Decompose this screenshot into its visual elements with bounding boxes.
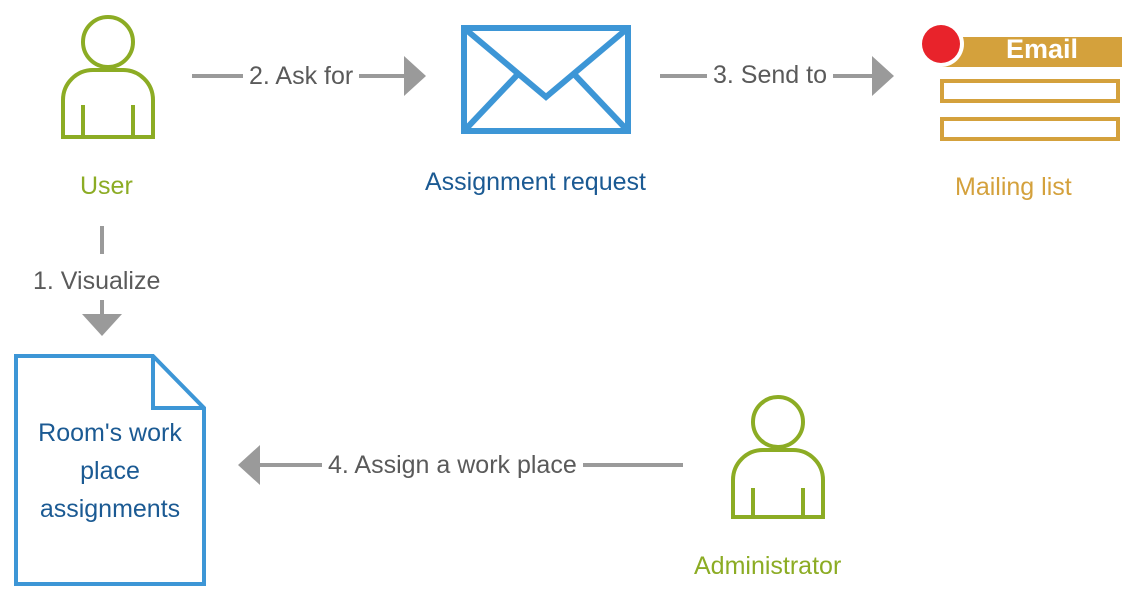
document-label-line: Room's work (38, 419, 182, 447)
edge-label-visualize: 1. Visualize (27, 269, 167, 294)
email-badge-label: Email (1006, 34, 1079, 64)
document-icon (14, 354, 206, 586)
envelope-icon (461, 25, 631, 134)
document-label-line: assignments (39, 495, 181, 523)
edge-label-assign: 4. Assign a work place (322, 453, 583, 478)
arrow-visualize (82, 226, 122, 336)
administrator-label: Administrator (694, 552, 842, 580)
administrator-icon (731, 395, 825, 519)
user-label: User (80, 172, 133, 200)
user-icon (61, 15, 155, 139)
mailing-list-label: Mailing list (955, 173, 1072, 201)
edge-label-send-to: 3. Send to (707, 63, 833, 88)
notification-badge (922, 25, 960, 63)
document-label-line: place (80, 457, 140, 485)
assignment-request-label: Assignment request (425, 168, 646, 196)
edge-label-ask-for: 2. Ask for (243, 64, 360, 89)
mailing-list-icon (918, 21, 1122, 141)
document-label: Room's work place assignments (20, 414, 200, 528)
